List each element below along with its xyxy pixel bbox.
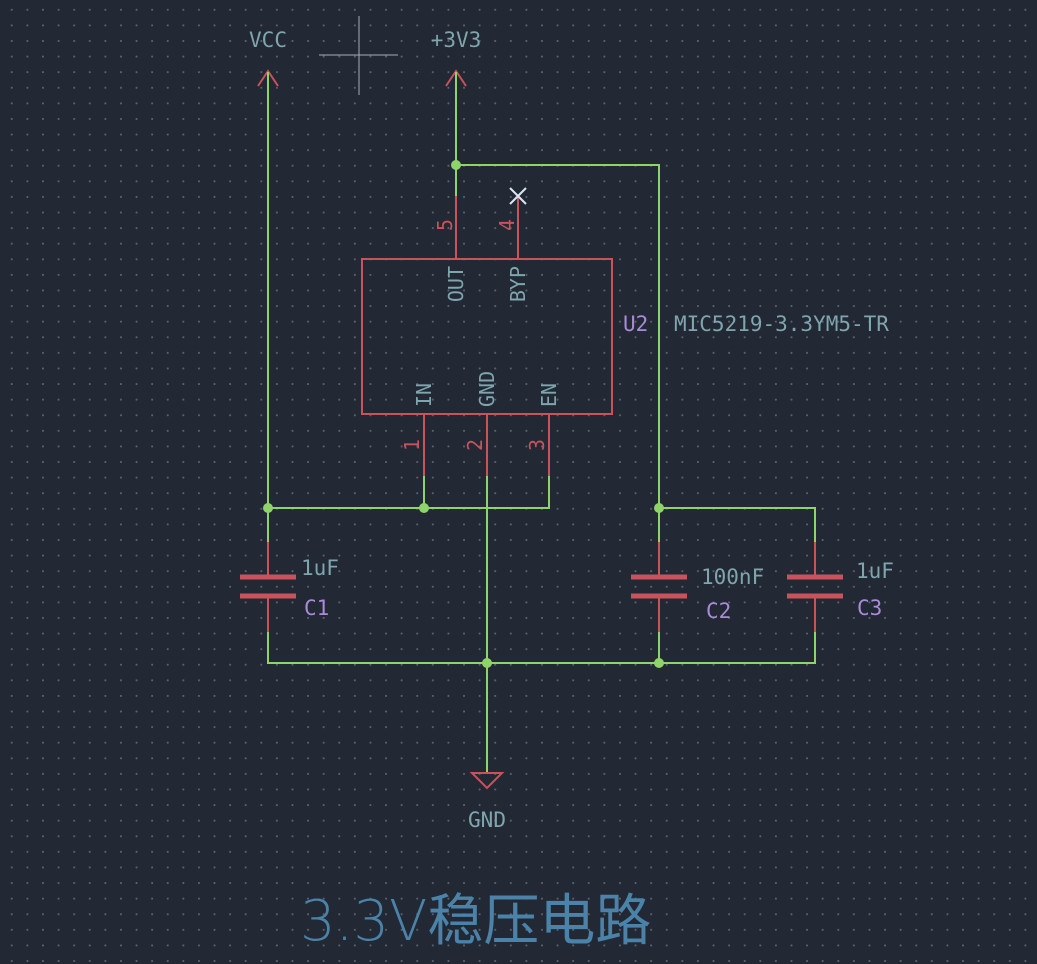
pin-gnd-number: 2 xyxy=(463,439,487,451)
junction-dot xyxy=(654,658,664,668)
pin-en-number: 3 xyxy=(525,439,549,451)
c1-value: 1uF xyxy=(301,556,339,580)
wire-input-rail[interactable] xyxy=(268,476,550,509)
v33-arrow-icon xyxy=(445,69,467,87)
junctions xyxy=(263,160,664,668)
ground-icon xyxy=(469,772,505,790)
v33-label: +3V3 xyxy=(431,28,482,52)
u2-reference: U2 xyxy=(623,312,648,336)
c1-reference: C1 xyxy=(304,596,329,620)
no-connect-icon xyxy=(509,187,527,205)
junction-dot xyxy=(482,658,492,668)
pin-gnd-name: GND xyxy=(475,371,499,407)
c2-value: 100nF xyxy=(701,565,764,589)
wires[interactable] xyxy=(267,72,816,772)
schematic-title: 3.3V稳压电路 xyxy=(300,889,651,954)
pin-en-name: EN xyxy=(537,383,561,407)
wire-gnd-rail[interactable] xyxy=(267,632,816,664)
pin-out-number: 5 xyxy=(433,219,457,231)
junction-dot xyxy=(654,503,664,513)
u2-regulator[interactable]: 5 4 1 2 3 OUT BYP IN GND EN U2 MIC5219-3… xyxy=(361,187,889,476)
pin-out-name: OUT xyxy=(444,266,468,302)
pin-in-number: 1 xyxy=(400,439,424,451)
c2-reference: C2 xyxy=(706,599,731,623)
c3-value: 1uF xyxy=(856,559,894,583)
junction-dot xyxy=(451,160,461,170)
capacitor-c1[interactable]: 1uF C1 xyxy=(240,542,339,632)
gnd-label: GND xyxy=(468,808,506,832)
junction-dot xyxy=(419,503,429,513)
vcc-power-symbol[interactable]: VCC xyxy=(249,28,287,87)
capacitor-c2[interactable]: 100nF C2 xyxy=(631,542,764,632)
capacitor-c3[interactable]: 1uF C3 xyxy=(787,542,894,632)
gnd-power-symbol[interactable]: GND xyxy=(468,772,506,832)
c3-reference: C3 xyxy=(857,596,882,620)
pin-in-name: IN xyxy=(412,383,436,407)
pin-byp-name: BYP xyxy=(506,266,530,302)
wire-c3-top[interactable] xyxy=(659,507,816,542)
u2-value: MIC5219-3.3YM5-TR xyxy=(674,312,889,336)
v33-power-symbol[interactable]: +3V3 xyxy=(431,28,482,87)
wire-out-rail[interactable] xyxy=(456,164,660,542)
vcc-arrow-icon xyxy=(257,69,279,87)
junction-dot xyxy=(263,503,273,513)
vcc-label: VCC xyxy=(249,28,287,52)
pin-byp-number: 4 xyxy=(495,219,519,231)
crosshair-cursor xyxy=(319,16,398,95)
